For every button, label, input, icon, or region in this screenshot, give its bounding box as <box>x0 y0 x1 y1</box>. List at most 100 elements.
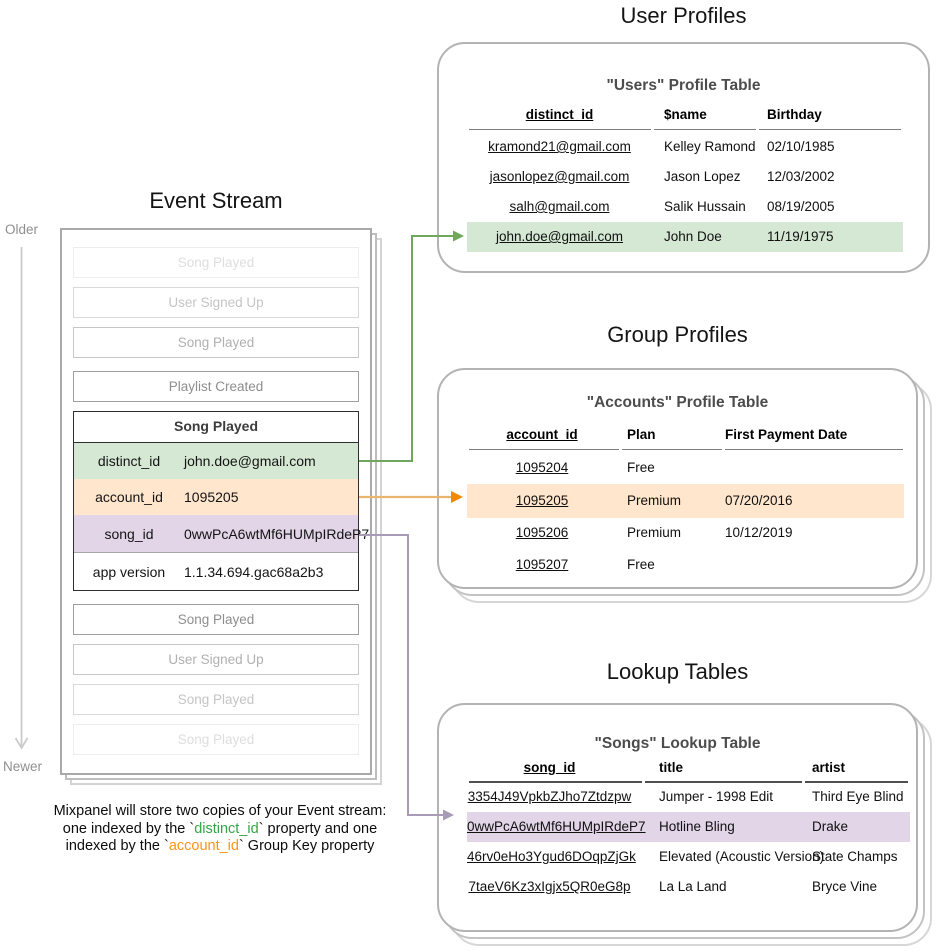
property-value: 0wwPcA6wtMf6HUMpIRdeP7 <box>184 525 370 542</box>
cell-first-payment-date: 07/20/2016 <box>725 493 793 508</box>
older-newer-arrow <box>14 247 29 750</box>
event-label: Song Played <box>177 335 255 350</box>
event-property-row-song-id: song_id 0wwPcA6wtMf6HUMpIRdeP7 <box>74 515 370 552</box>
event-stream-title: Event Stream <box>149 188 283 213</box>
expanded-event-table: Song Played distinct_id john.doe@gmail.c… <box>73 411 370 591</box>
cell-name: John Doe <box>664 229 722 244</box>
cell-birthday: 11/19/1975 <box>767 229 834 244</box>
cell-artist: State Champs <box>812 849 898 864</box>
event-box: Song Played <box>73 247 359 278</box>
cell-distinct-id: john.doe@gmail.com <box>495 229 624 244</box>
caption-line: one indexed by the `distinct_id` propert… <box>30 821 410 839</box>
caption-line: indexed by the `account_id` Group Key pr… <box>30 838 410 856</box>
accounts-table-header: account_id Plan First Payment Date <box>439 420 916 450</box>
cell-plan: Premium <box>627 493 682 508</box>
event-box: Song Played <box>73 604 359 635</box>
users-table-header: distinct_id $name Birthday <box>439 100 928 130</box>
header-underline <box>469 781 642 783</box>
cell-plan: Free <box>627 460 655 475</box>
caption-account-id: account_id <box>168 838 239 854</box>
user-profiles-title: User Profiles <box>620 3 747 28</box>
table-row: 7taeV6Kz3xIgjx5QR0eG8p La La Land Bryce … <box>439 872 916 902</box>
event-label: User Signed Up <box>168 295 264 310</box>
songs-table-header: song_id title artist <box>439 753 916 783</box>
event-label: User Signed Up <box>168 652 264 667</box>
header-underline <box>469 129 651 130</box>
lookup-tables-title: Lookup Tables <box>606 659 749 684</box>
header-underline <box>805 781 908 783</box>
property-key: distinct_id <box>97 453 161 469</box>
event-label: Song Played <box>177 255 255 270</box>
cell-distinct-id: salh@gmail.com <box>509 199 610 214</box>
table-row: jasonlopez@gmail.com Jason Lopez 12/03/2… <box>439 162 928 192</box>
group-profiles-card: "Accounts" Profile Table account_id Plan… <box>437 368 918 589</box>
header-underline <box>645 781 802 783</box>
older-label: Older <box>5 222 39 237</box>
cell-plan: Premium <box>627 525 682 540</box>
caption-text: ` Group Key property <box>238 838 375 854</box>
users-table-title: "Users" Profile Table <box>606 77 761 94</box>
event-label: Playlist Created <box>168 379 264 394</box>
highlighted-account-row-bg <box>467 484 904 518</box>
cell-birthday: 12/03/2002 <box>767 169 835 184</box>
cell-name: Kelley Ramond <box>664 139 756 154</box>
header-underline <box>469 449 619 450</box>
user-profiles-card: "Users" Profile Table distinct_id $name … <box>437 42 930 273</box>
property-key: account_id <box>95 489 163 505</box>
cell-name: Salik Hussain <box>664 199 746 214</box>
column-header-name: $name <box>664 107 707 122</box>
table-row: 1095204 Free <box>439 453 916 483</box>
table-row: 3354J49VpkbZJho7Ztdzpw Jumper - 1998 Edi… <box>439 782 916 812</box>
expanded-event-title: Song Played <box>74 412 358 443</box>
cell-title: Hotline Bling <box>659 819 735 834</box>
header-underline <box>759 129 901 130</box>
column-header-distinct-id: distinct_id <box>525 107 594 122</box>
cell-birthday: 08/19/2005 <box>767 199 835 214</box>
column-header-account-id: account_id <box>506 427 578 442</box>
songs-table-title: "Songs" Lookup Table <box>594 735 761 752</box>
cell-first-payment-date: 10/12/2019 <box>725 525 793 540</box>
cell-name: Jason Lopez <box>664 169 741 184</box>
caption-text: indexed by the ` <box>65 838 169 854</box>
event-box: User Signed Up <box>73 287 359 318</box>
cell-account-id: 1095205 <box>515 493 569 508</box>
event-label: Song Played <box>177 692 255 707</box>
cell-birthday: 02/10/1985 <box>767 139 835 154</box>
event-box: Playlist Created <box>73 371 359 402</box>
cell-account-id: 1095206 <box>515 525 569 540</box>
header-underline <box>725 449 903 450</box>
newer-label: Newer <box>3 759 43 774</box>
event-label: Song Played <box>177 732 255 747</box>
group-profiles-title: Group Profiles <box>607 322 748 347</box>
highlighted-song-row-bg <box>467 812 910 842</box>
table-row-highlighted: john.doe@gmail.com John Doe 11/19/1975 <box>439 222 928 252</box>
cell-title: Jumper - 1998 Edit <box>659 789 774 804</box>
cell-song-id: 7taeV6Kz3xIgjx5QR0eG8p <box>468 879 631 894</box>
arrowhead-down-icon <box>14 737 29 750</box>
property-key: song_id <box>104 525 154 542</box>
table-row-highlighted: 1095205 Premium 07/20/2016 <box>439 486 916 516</box>
event-property-row-distinct-id: distinct_id john.doe@gmail.com <box>74 443 358 479</box>
column-header-birthday: Birthday <box>767 107 822 122</box>
cell-song-id: 3354J49VpkbZJho7Ztdzpw <box>467 789 632 804</box>
property-value: 1095205 <box>184 489 239 505</box>
accounts-table-title: "Accounts" Profile Table <box>586 394 769 411</box>
lookup-tables-card: "Songs" Lookup Table song_id title artis… <box>437 703 918 932</box>
table-row-highlighted: 0wwPcA6wtMf6HUMpIRdeP7 Hotline Bling Dra… <box>439 812 916 842</box>
table-row: kramond21@gmail.com Kelley Ramond 02/10/… <box>439 132 928 162</box>
event-box: Song Played <box>73 327 359 358</box>
column-header-first-payment-date: First Payment Date <box>725 427 848 442</box>
caption-distinct-id: distinct_id <box>194 820 259 837</box>
property-value: john.doe@gmail.com <box>184 453 316 469</box>
highlighted-user-row-bg <box>467 222 903 252</box>
column-header-artist: artist <box>812 760 846 775</box>
column-header-plan: Plan <box>627 427 656 442</box>
cell-account-id: 1095204 <box>515 460 569 475</box>
table-row: 46rv0eHo3Ygud6DOqpZjGk Elevated (Acousti… <box>439 842 916 872</box>
caption-line: Mixpanel will store two copies of your E… <box>53 803 387 819</box>
cell-song-id: 46rv0eHo3Ygud6DOqpZjGk <box>467 849 636 864</box>
event-label: Song Played <box>177 612 255 627</box>
cell-distinct-id: kramond21@gmail.com <box>488 139 631 154</box>
event-box: Song Played <box>73 724 359 755</box>
